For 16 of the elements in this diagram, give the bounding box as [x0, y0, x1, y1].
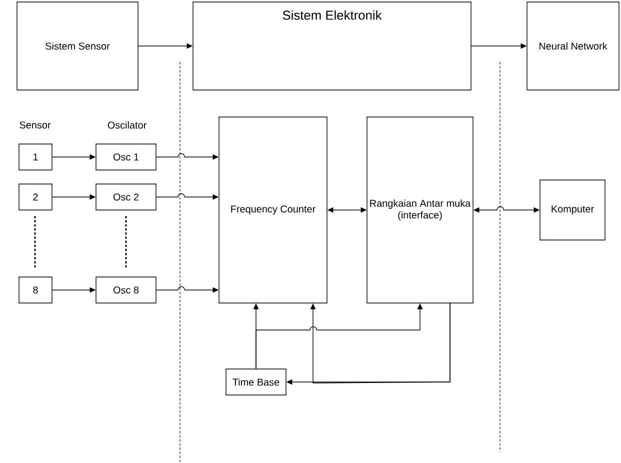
- time-base-box: Time Base: [226, 368, 286, 396]
- computer-box: Komputer: [540, 180, 606, 240]
- system-box: Neural Network: [526, 2, 620, 90]
- column-heading: Oscilator: [108, 121, 146, 129]
- column-heading: Sensor: [20, 121, 51, 129]
- sensor-box: 2: [18, 184, 52, 210]
- system-box: Sistem Sensor: [16, 2, 138, 90]
- oscillator-box: Osc 1: [96, 144, 156, 170]
- sensor-box: 8: [18, 276, 52, 304]
- oscillator-box: Osc 2: [96, 184, 156, 210]
- interface-box: Rangkaian Antar muka (interface): [366, 116, 474, 304]
- sensor-box: 1: [18, 144, 52, 170]
- arrow: [310, 302, 450, 384]
- counter-box: Frequency Counter: [218, 116, 328, 304]
- oscillator-box: Osc 8: [96, 276, 156, 304]
- system-box: Sistem Elektronik: [192, 2, 472, 90]
